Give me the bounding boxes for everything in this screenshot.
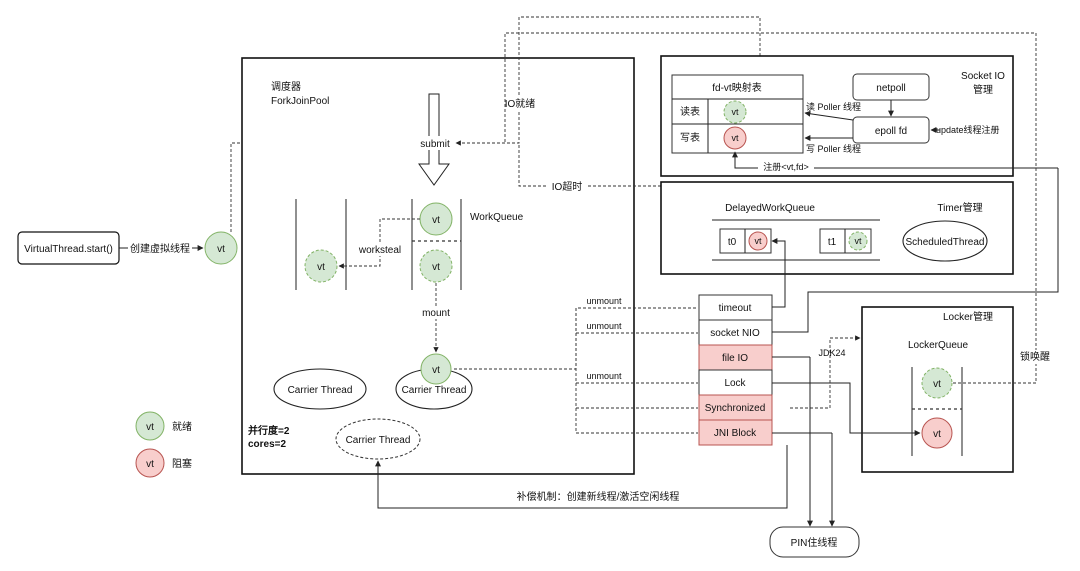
delayed-work-queue-label: DelayedWorkQueue (725, 203, 815, 214)
register-path (732, 151, 1058, 169)
vt-lock-blocked-label: vt (933, 429, 941, 440)
t1-label: t1 (828, 237, 837, 248)
vt-t1-label: vt (854, 236, 862, 246)
write-table-label: 写表 (680, 131, 700, 144)
legend-ready-icon (135, 411, 165, 441)
carrier-thread-3 (335, 418, 421, 460)
op-file-io (698, 344, 773, 371)
vt-lock-blocked-node (921, 417, 953, 449)
carrier-thread-1 (273, 368, 367, 410)
socket-nio-to-epoll (772, 168, 1059, 333)
op-file-io-label: file IO (722, 353, 748, 364)
lock-wakeup-path (504, 32, 1037, 384)
cores-label: cores=2 (248, 439, 287, 450)
epoll-fd-label: epoll fd (875, 126, 907, 137)
carrier-thread-3-label: Carrier Thread (346, 435, 411, 446)
vt-queue-bottom-node (419, 249, 453, 283)
op-socket-nio-label: socket NIO (710, 328, 760, 339)
register-vt-fd-label: 注册<vt,fd> (763, 161, 809, 172)
update-register-label: update线程注册 (936, 124, 1000, 135)
vt-lock-ready-node (921, 367, 953, 399)
vt-write-label: vt (731, 133, 739, 143)
io-timeout-label: IO超时 (552, 180, 583, 193)
vt-t0-node (748, 231, 768, 251)
mount-label: mount (422, 308, 450, 319)
legend-ready-vt: vt (146, 422, 154, 433)
legend-blocked-label: 阻塞 (172, 457, 192, 470)
lock-to-locker (772, 382, 921, 436)
locker-queue-label: LockerQueue (908, 340, 968, 351)
carrier-thread-2-label: Carrier Thread (402, 385, 467, 396)
vt-stolen-node (304, 249, 338, 283)
vt-read-label: vt (731, 107, 739, 117)
compensation-label: 补偿机制：创建新线程/激活空闲线程 (517, 490, 680, 503)
vt-write-node (723, 126, 747, 150)
read-poller-arrow (804, 110, 854, 121)
io-ready-label: IO就绪 (505, 97, 536, 110)
virtual-thread-start-label: VirtualThread.start() (24, 244, 113, 255)
vt-stolen-label: vt (317, 262, 325, 273)
read-poller-label: 读 Poller 线程 (806, 101, 861, 112)
timer-box (660, 181, 1014, 275)
vt-queue-top-label: vt (432, 215, 440, 226)
vt-read-node (723, 100, 747, 124)
vt-mounted-label: vt (432, 365, 440, 376)
scheduled-thread-label: ScheduledThread (906, 237, 985, 248)
epoll-fd-box (852, 116, 930, 144)
compensation-path (375, 445, 788, 509)
vt-t0-label: vt (754, 236, 762, 246)
lock-wakeup-label: 锁唤醒 (1020, 350, 1050, 363)
legend-blocked-vt: vt (146, 459, 154, 470)
timer-manage-label: Timer管理 (937, 201, 982, 214)
t0-label: t0 (728, 237, 737, 248)
write-poller-label: 写 Poller 线程 (806, 143, 861, 154)
read-table-label: 读表 (680, 105, 700, 118)
vt-t1-node (848, 231, 868, 251)
vt-lock-ready-label: vt (933, 379, 941, 390)
socket-io-title: Socket IO (961, 71, 1005, 82)
locker-manage-label: Locker管理 (943, 310, 993, 323)
netpoll-label: netpoll (876, 83, 905, 94)
op-jni-block-label: JNI Block (714, 428, 757, 439)
op-socket-nio (698, 319, 773, 346)
op-timeout-label: timeout (719, 303, 752, 314)
scheduler-title: 调度器 (271, 80, 301, 93)
unmount-label-1: unmount (586, 296, 622, 306)
submit-label: submit (420, 139, 450, 150)
timeout-to-timer (771, 238, 786, 308)
vt-mounted-node (420, 353, 452, 385)
socket-io-manage: 管理 (973, 83, 993, 96)
legend-blocked-icon (135, 448, 165, 478)
pin-thread-box (769, 526, 860, 558)
scheduler-name: ForkJoinPool (271, 96, 329, 107)
jdk24-label: JDK24 (818, 348, 845, 358)
carrier-thread-1-label: Carrier Thread (288, 385, 353, 396)
work-queue-label: WorkQueue (470, 212, 524, 223)
pin-thread-label: PIN住线程 (791, 536, 838, 549)
unmount-label-2: unmount (586, 321, 622, 331)
scheduled-thread (902, 220, 988, 262)
legend-ready-label: 就绪 (172, 420, 192, 433)
parallelism-label: 并行度=2 (248, 424, 290, 437)
worksteal-path (338, 218, 420, 269)
vt-queue-bottom-label: vt (432, 262, 440, 273)
create-vthread-label: 创建虚拟线程 (130, 242, 190, 255)
io-ready-path (455, 16, 761, 146)
worksteal-label: worksteal (358, 245, 401, 256)
op-jni-block (698, 419, 773, 446)
fd-vt-map-title: fd-vt映射表 (712, 81, 761, 94)
op-synchronized (698, 394, 773, 421)
unmount-label-3: unmount (586, 371, 622, 381)
vt-new-node (204, 231, 238, 265)
vt-new-label: vt (217, 244, 225, 255)
op-lock (698, 369, 773, 396)
op-lock-label: Lock (724, 378, 746, 389)
op-synchronized-label: Synchronized (705, 403, 766, 414)
